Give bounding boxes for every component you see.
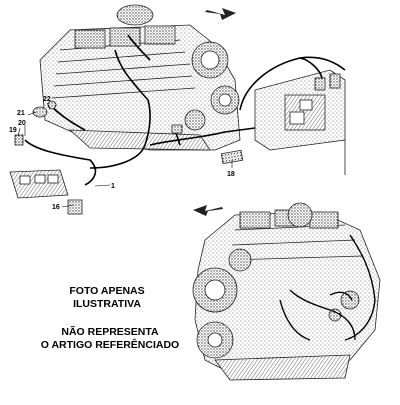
notice-line-4: O ARTIGO REFERÊNCIADO — [40, 339, 180, 351]
bottom-wiring-harness — [279, 234, 376, 341]
notice-illustrative: FOTO APENAS ILUSTRATIVA — [42, 285, 172, 311]
notice-line-1: FOTO APENAS — [69, 285, 145, 297]
bottom-engine-drawing — [192, 202, 381, 381]
callout-22: 22 — [43, 96, 51, 103]
callout-21: 21 — [17, 110, 25, 117]
top-engine-drawing — [39, 4, 241, 151]
callout-16: 16 — [52, 204, 60, 211]
top-wiring-harness — [24, 34, 346, 186]
notice-line-3: NÃO REPRESENTA — [61, 326, 159, 338]
callout-19: 19 — [9, 127, 17, 134]
callout-20: 20 — [18, 120, 26, 127]
callout-18: 18 — [227, 171, 235, 178]
callout-1: 1 — [111, 183, 115, 190]
top-control-panel — [254, 69, 346, 175]
notice-not-representative: NÃO REPRESENTA O ARTIGO REFERÊNCIADO — [40, 326, 180, 352]
callout-leaders — [17, 102, 233, 208]
notice-line-2: ILUSTRATIVA — [73, 298, 141, 310]
direction-arrow-bottom — [193, 205, 223, 216]
direction-arrow-top — [205, 8, 236, 20]
top-components — [9, 100, 244, 215]
callout-labels: 1 16 18 19 20 21 22 — [9, 96, 235, 211]
